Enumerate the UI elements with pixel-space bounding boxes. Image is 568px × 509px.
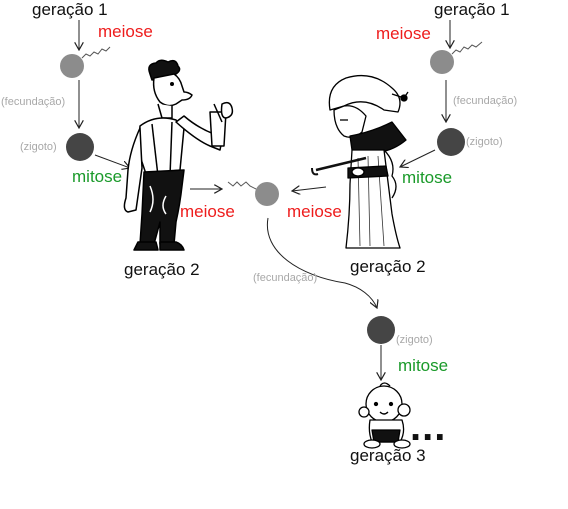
generation-2-right-label: geração 2	[350, 257, 426, 276]
arrow-woman-to-gamete	[292, 187, 327, 191]
generation-3-label: geração 3	[350, 446, 426, 465]
zigoto-label-right: (zigoto)	[466, 136, 503, 148]
man-drinking-figure	[123, 59, 234, 251]
arrow-zygote-to-woman	[400, 149, 436, 167]
generation-1-right-label: geração 1	[434, 0, 510, 19]
gamete-cell-right	[430, 50, 454, 74]
mitose-label-left: mitose	[72, 167, 123, 186]
zigoto-label-center: (zigoto)	[396, 334, 433, 346]
generation-2-left-label: geração 2	[124, 260, 200, 279]
fecundacao-label-center: (fecundação)	[253, 272, 318, 284]
fecundacao-label-right: (fecundação)	[453, 95, 518, 107]
gamete-cell-left	[60, 54, 84, 78]
mitose-label-right: mitose	[402, 168, 453, 187]
gamete-cell-center	[255, 182, 279, 206]
fecundacao-label-left: (fecundação)	[1, 96, 66, 108]
zygote-cell-center	[367, 316, 395, 344]
zygote-cell-right	[437, 128, 465, 156]
zygote-cell-left	[66, 133, 94, 161]
mitose-label-center: mitose	[398, 356, 449, 375]
baby-figure	[358, 382, 411, 449]
sperm-tail-right	[451, 41, 483, 55]
arrow-zygote-to-man	[94, 154, 130, 168]
meiose-label-right: meiose	[376, 24, 431, 43]
continuation-ellipsis: ...	[410, 405, 447, 449]
sperm-tail-left	[81, 46, 111, 59]
arrow-fecundacao-center	[266, 217, 377, 308]
generation-1-left-label: geração 1	[32, 0, 108, 19]
meiose-label-center-left: meiose	[180, 202, 235, 221]
meiose-label-center-right: meiose	[287, 202, 342, 221]
sperm-tail-center	[227, 181, 257, 190]
meiose-label-left: meiose	[98, 22, 153, 41]
woman-with-umbrella-figure	[311, 74, 409, 249]
zigoto-label-left: (zigoto)	[20, 141, 57, 153]
